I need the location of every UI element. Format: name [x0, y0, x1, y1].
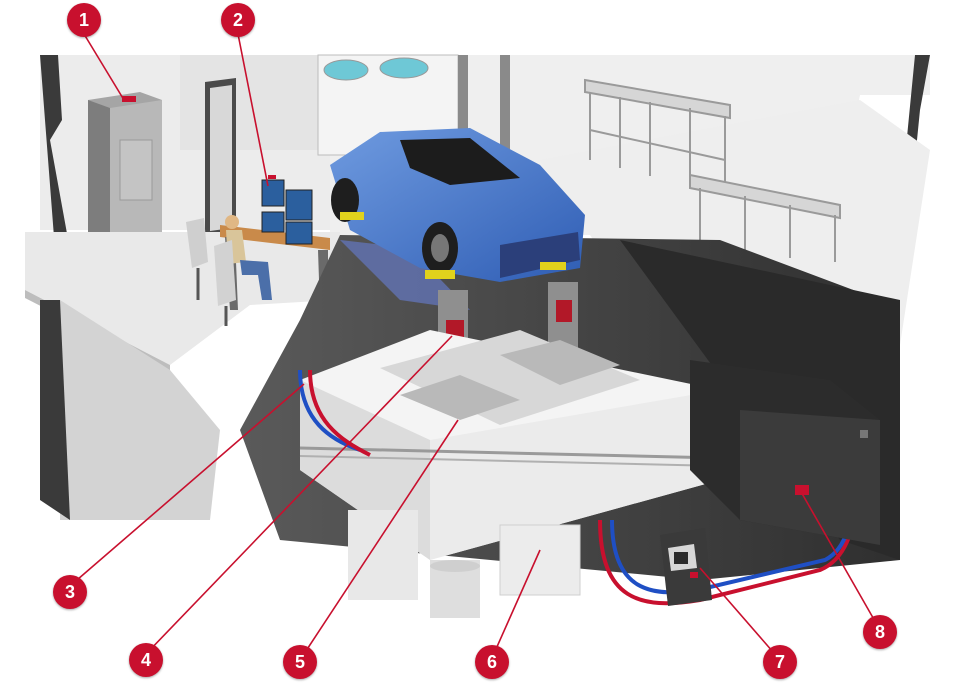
leader-line-1	[83, 33, 125, 101]
callout-marker-3: 3	[53, 575, 87, 609]
callout-marker-7: 7	[763, 645, 797, 679]
callout-marker-2: 2	[221, 3, 255, 37]
doorway	[205, 78, 236, 235]
leader-line-3	[69, 383, 305, 587]
hydraulic-service-manifold	[660, 528, 712, 606]
leader-line-4	[145, 335, 453, 655]
callout-marker-5: 5	[283, 645, 317, 679]
callout-leader-lines	[69, 33, 881, 661]
hydraulic-power-unit	[690, 360, 880, 545]
leader-line-8	[799, 489, 881, 631]
callout-label-4: 4	[140, 649, 151, 670]
test-vehicle	[330, 128, 585, 310]
callout-marker-4: 4	[129, 643, 163, 677]
control-workstation	[186, 175, 330, 326]
callout-label-1: 1	[78, 9, 89, 30]
callout-label-8: 8	[874, 621, 885, 642]
callout-label-3: 3	[64, 581, 75, 602]
callout-label-7: 7	[774, 651, 785, 672]
callout-marker-1: 1	[67, 3, 101, 37]
storage-shelving	[584, 78, 841, 262]
leader-line-5	[299, 419, 459, 661]
callout-label-6: 6	[486, 651, 497, 672]
seismic-mass-block	[299, 330, 721, 560]
leader-line-7	[699, 567, 781, 661]
isolation-support	[348, 510, 581, 618]
callout-label-5: 5	[294, 651, 305, 672]
leader-line-6	[491, 549, 541, 659]
server-cabinet	[88, 92, 162, 246]
callout-marker-6: 6	[475, 645, 509, 679]
leader-line-2	[237, 33, 269, 187]
callout-marker-8: 8	[863, 615, 897, 649]
callout-label-2: 2	[232, 9, 243, 30]
